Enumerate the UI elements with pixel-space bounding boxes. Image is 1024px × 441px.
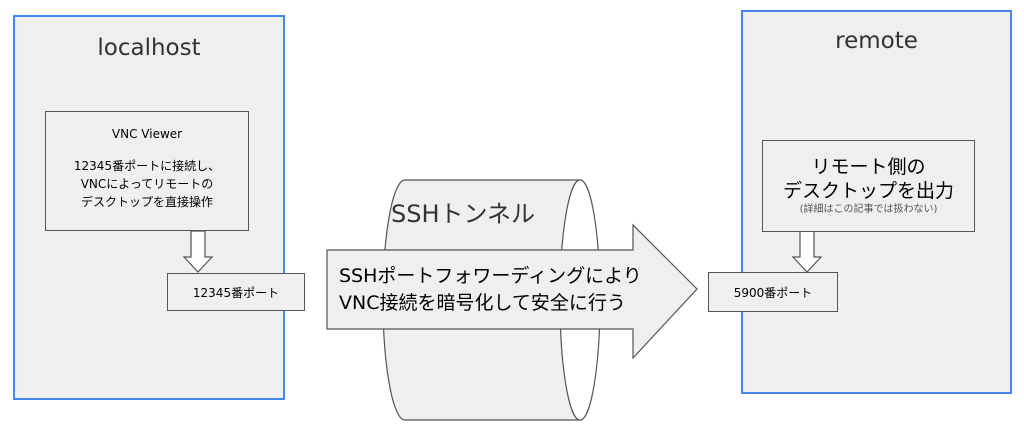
ssh-forwarding-arrow (326, 223, 698, 360)
spacer (46, 143, 248, 157)
vnc-viewer-desc-line: デスクトップを直接操作 (80, 195, 213, 209)
remote-desktop-output-box: リモート側の デスクトップを出力 (詳細はこの記事では扱わない) (762, 140, 975, 232)
localhost-title: localhost (97, 35, 201, 61)
remote-output-title-line: デスクトップを出力 (782, 180, 954, 202)
remote-output-title-line: リモート側の (811, 156, 926, 178)
vnc-viewer-desc-line: 12345番ポートに接続し、 (73, 159, 221, 173)
localhost-port-label: 12345番ポート (192, 285, 280, 300)
down-arrow-icon (182, 230, 214, 273)
ssh-tunnel-label: SSHトンネル (391, 200, 536, 228)
remote-title: remote (835, 28, 918, 54)
vnc-viewer-desc-line: VNCによってリモートの (80, 177, 214, 191)
ssh-forwarding-line: SSHポートフォワーディングにより (339, 265, 642, 287)
down-arrow-icon (791, 230, 823, 273)
remote-output-note: (詳細はこの記事では扱わない) (799, 204, 938, 215)
vnc-viewer-box: VNC Viewer 12345番ポートに接続し、 VNCによってリモートの デ… (45, 111, 249, 231)
vnc-viewer-title: VNC Viewer (111, 127, 183, 141)
localhost-port-box: 12345番ポート (167, 273, 305, 311)
remote-port-label: 5900番ポート (733, 285, 813, 300)
remote-port-box: 5900番ポート (708, 272, 838, 312)
ssh-forwarding-line: VNC接続を暗号化して安全に行う (339, 292, 626, 314)
ssh-forwarding-text: SSHポートフォワーディングにより VNC接続を暗号化して安全に行う (339, 263, 642, 317)
